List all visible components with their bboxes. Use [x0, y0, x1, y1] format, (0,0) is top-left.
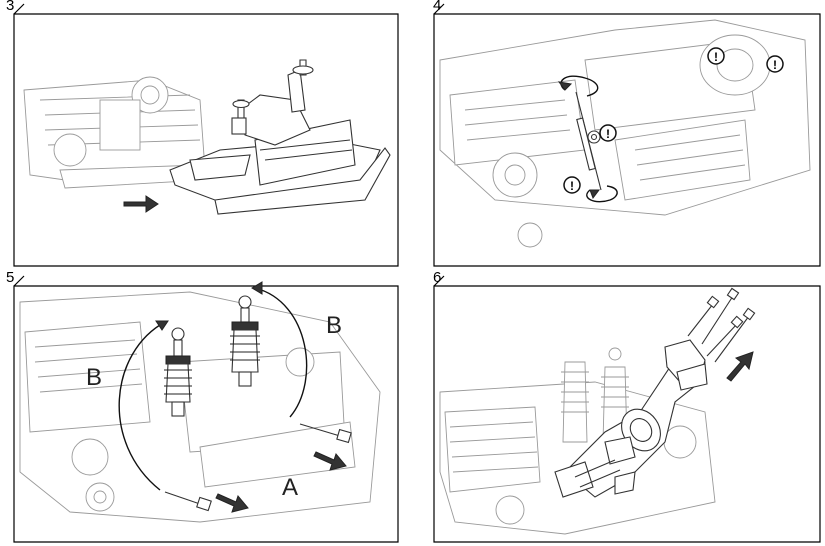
step-6-panel: 6	[415, 269, 825, 546]
step-3-illustration	[13, 3, 399, 267]
attention-icon: !	[707, 47, 725, 65]
attention-icon: !	[563, 176, 581, 194]
center-differential-assembly	[554, 339, 708, 498]
callout-a: A	[282, 474, 299, 501]
direction-arrow-icon	[726, 351, 754, 382]
chassis-ghost	[439, 19, 811, 248]
arrow-path-left	[118, 321, 166, 491]
screw-icon	[714, 307, 756, 363]
screw-icon	[706, 315, 744, 357]
arrow-path-right	[254, 287, 308, 418]
front-bumper-assembly	[169, 59, 391, 215]
svg-text:!: !	[606, 127, 610, 141]
direction-arrow-icon	[215, 493, 249, 513]
screw-icon	[687, 295, 720, 337]
step-3-panel: 3	[0, 0, 410, 270]
svg-text:!: !	[773, 58, 777, 72]
turnbuckle-link	[557, 75, 618, 203]
callout-b-right: B	[326, 312, 343, 339]
callout-b-left: B	[86, 364, 103, 391]
svg-text:!: !	[714, 50, 718, 64]
direction-arrow-icon	[313, 451, 347, 471]
step-6-illustration	[433, 275, 821, 543]
svg-text:!: !	[570, 179, 574, 193]
shock-absorber-right	[230, 295, 260, 387]
step-number: 3	[6, 0, 15, 14]
screw-icon	[299, 423, 352, 444]
attention-icon: !	[766, 55, 784, 73]
screw-icon	[701, 287, 740, 345]
chassis-ghost	[439, 347, 716, 535]
step-number: 4	[433, 0, 442, 14]
step-5-illustration	[13, 275, 399, 543]
attention-icon: !	[599, 124, 617, 142]
chassis-ghost	[23, 76, 206, 189]
step-4-illustration: ! ! ! !	[433, 3, 821, 267]
shock-absorber-left	[164, 327, 192, 417]
screw-icon	[164, 491, 212, 512]
direction-arrow-icon	[123, 195, 159, 213]
step-5-panel: 5	[0, 269, 410, 546]
step-number: 5	[6, 269, 15, 286]
step-number: 6	[433, 269, 442, 286]
step-4-panel: 4 !	[415, 0, 825, 270]
